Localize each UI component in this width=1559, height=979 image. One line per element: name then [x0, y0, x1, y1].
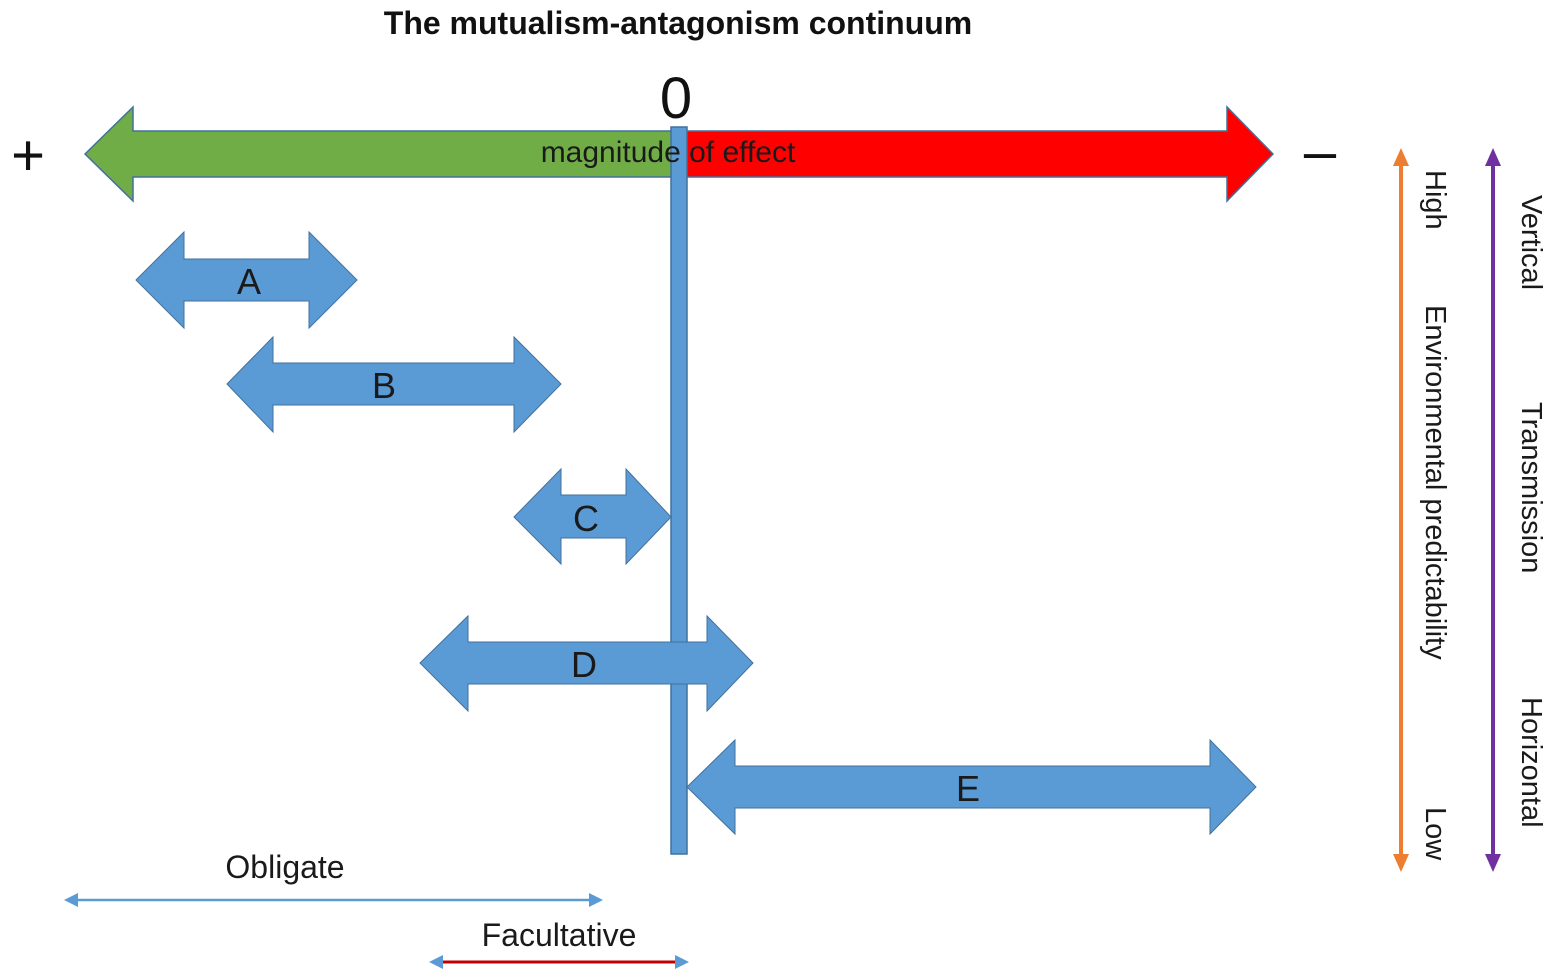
diagram-title: The mutualism-antagonism continuum [384, 5, 972, 41]
interaction-arrows [135, 230, 1257, 836]
interaction-arrow-b [226, 335, 562, 434]
env-title-label: Environmental predictability [1419, 305, 1451, 660]
minus-sign: – [1304, 119, 1337, 184]
interaction-arrow-d [419, 614, 754, 713]
transmission-vertical-label: Vertical [1515, 195, 1547, 290]
negative-effect-arrow [681, 105, 1275, 203]
env-arrowhead-bottom [1393, 854, 1409, 872]
interaction-arrow-a [135, 230, 358, 330]
obligate-label: Obligate [225, 849, 344, 885]
magnitude-of-effect-caption: magnitude of effect [541, 136, 796, 169]
interaction-arrow-c [513, 467, 672, 566]
env-arrowhead-top [1393, 148, 1409, 166]
facultative-label: Facultative [482, 917, 637, 953]
interaction-arrow-e [686, 738, 1257, 836]
transmission-horizontal-label: Horizontal [1515, 697, 1547, 828]
transmission-title-label: Transmission [1515, 402, 1547, 573]
zero-label: 0 [660, 66, 692, 131]
env-low-label: Low [1419, 807, 1451, 861]
facultative-arrowhead-right [675, 955, 689, 969]
transmission-arrowhead-top [1485, 148, 1501, 166]
obligate-arrowhead-right [589, 893, 603, 907]
interaction-label-d: D [571, 644, 597, 685]
transmission-arrowhead-bottom [1485, 854, 1501, 872]
obligate-arrowhead-left [64, 893, 78, 907]
plus-sign: + [11, 123, 45, 188]
facultative-arrowhead-left [429, 955, 443, 969]
env-high-label: High [1419, 170, 1451, 230]
zero-line [670, 126, 688, 855]
interaction-label-c: C [573, 498, 599, 539]
interaction-label-b: B [372, 365, 396, 406]
interaction-label-a: A [237, 261, 261, 302]
interaction-label-e: E [956, 768, 980, 809]
